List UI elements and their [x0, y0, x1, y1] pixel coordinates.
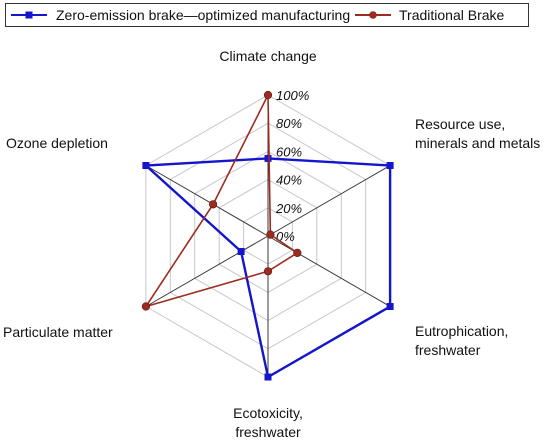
axis-label: Particulate matter [3, 324, 113, 340]
radar-axes [145, 95, 391, 377]
data-point [263, 90, 273, 100]
legend: Zero-emission brake—optimized manufactur… [5, 3, 529, 27]
tick-label: 20% [275, 201, 302, 216]
data-point [264, 373, 272, 381]
data-point [263, 267, 273, 276]
series [142, 154, 394, 381]
axis-label: Resource use,minerals and metals [415, 116, 540, 151]
axis-label: Ecotoxicity,freshwater [233, 405, 303, 440]
data-point [142, 162, 150, 169]
legend-label: Traditional Brake [399, 7, 505, 23]
data-point [237, 248, 245, 255]
legend-item: Traditional Brake [355, 7, 505, 23]
legend-marker [369, 11, 377, 19]
series [141, 90, 302, 311]
data-point [266, 230, 275, 239]
tick-label: 0% [276, 229, 295, 244]
data-point [293, 248, 302, 257]
tick-label: 80% [276, 116, 302, 131]
tick-label: 40% [276, 173, 302, 188]
axis-label: Eutrophication,freshwater [415, 323, 508, 358]
tick-label: 60% [276, 144, 302, 159]
tick-label: 100% [276, 88, 309, 103]
legend-label: Zero-emission brake—optimized manufactur… [56, 7, 350, 23]
radar-tick-labels: 0% 20% 40% 60% 80% 100% [275, 88, 309, 244]
data-point [264, 154, 272, 162]
legend-box [5, 3, 529, 27]
axis-spoke [267, 235, 391, 307]
axis-spoke [145, 165, 269, 237]
axis-spoke [267, 165, 391, 237]
axis-label: Climate change [219, 48, 316, 64]
axis-spoke [145, 235, 269, 307]
data-point [141, 302, 150, 311]
radar-series [141, 90, 394, 381]
data-point [386, 162, 394, 169]
axis-label: Ozone depletion [6, 135, 108, 151]
legend-marker [25, 11, 33, 19]
data-point [209, 200, 218, 209]
data-point [386, 303, 394, 310]
legend-item: Zero-emission brake—optimized manufactur… [11, 7, 350, 23]
